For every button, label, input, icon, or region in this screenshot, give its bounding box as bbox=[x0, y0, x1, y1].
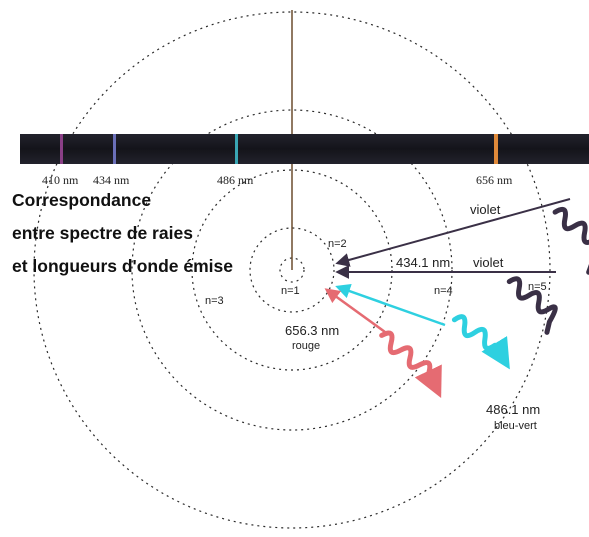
wavelength-656: 656.3 nm bbox=[285, 323, 339, 338]
emission-spectrum bbox=[20, 134, 589, 164]
spectrum-line-486 bbox=[235, 134, 238, 164]
level-label-n2: n=2 bbox=[328, 238, 347, 250]
transition-label-violet-434: violet bbox=[473, 255, 504, 270]
color-label-bleu-vert: bleu-vert bbox=[494, 420, 537, 432]
photon-wave-violet-top bbox=[552, 206, 589, 275]
spectrum-label-656: 656 nm bbox=[476, 173, 513, 187]
color-label-rouge: rouge bbox=[292, 340, 320, 352]
transition-arrow-blue-green bbox=[335, 283, 446, 327]
orbit-n3 bbox=[191, 169, 393, 371]
spectrum-line-656 bbox=[494, 134, 498, 164]
spectrum-bar bbox=[20, 134, 589, 164]
photon-wave-violet-434 bbox=[506, 276, 558, 335]
photon-wave-blue-green bbox=[451, 314, 510, 370]
level-label-n5: n=5 bbox=[528, 281, 547, 293]
orbit-n2 bbox=[249, 227, 335, 313]
spectrum-label-486: 486 nm bbox=[217, 173, 254, 187]
transition-arrow-red bbox=[324, 288, 386, 334]
spectrum-label-434: 434 nm bbox=[93, 173, 130, 187]
photon-wave-red bbox=[379, 330, 442, 398]
title-line-3: et longueurs d'onde émise bbox=[12, 256, 233, 276]
wavelength-434: 434.1 nm bbox=[396, 255, 450, 270]
title-line-2: entre spectre de raies bbox=[12, 223, 193, 243]
wavelength-486: 486.1 nm bbox=[486, 402, 540, 417]
orbit-n4 bbox=[131, 109, 453, 431]
orbit-n5 bbox=[33, 11, 551, 529]
transition-label-violet-top: violet bbox=[470, 202, 501, 217]
transition-arrow-violet-top bbox=[335, 198, 571, 267]
level-label-n1: n=1 bbox=[281, 285, 300, 297]
spectrum-line-434 bbox=[113, 134, 116, 164]
spectrum-label-410: 410 nm bbox=[42, 173, 79, 187]
title-line-1: Correspondance bbox=[12, 190, 151, 210]
orbit-n1 bbox=[279, 257, 305, 283]
spectrum-line-410 bbox=[60, 134, 63, 164]
level-label-n3: n=3 bbox=[205, 295, 224, 307]
orbits bbox=[33, 11, 551, 529]
level-label-n4: n=4 bbox=[434, 285, 453, 297]
